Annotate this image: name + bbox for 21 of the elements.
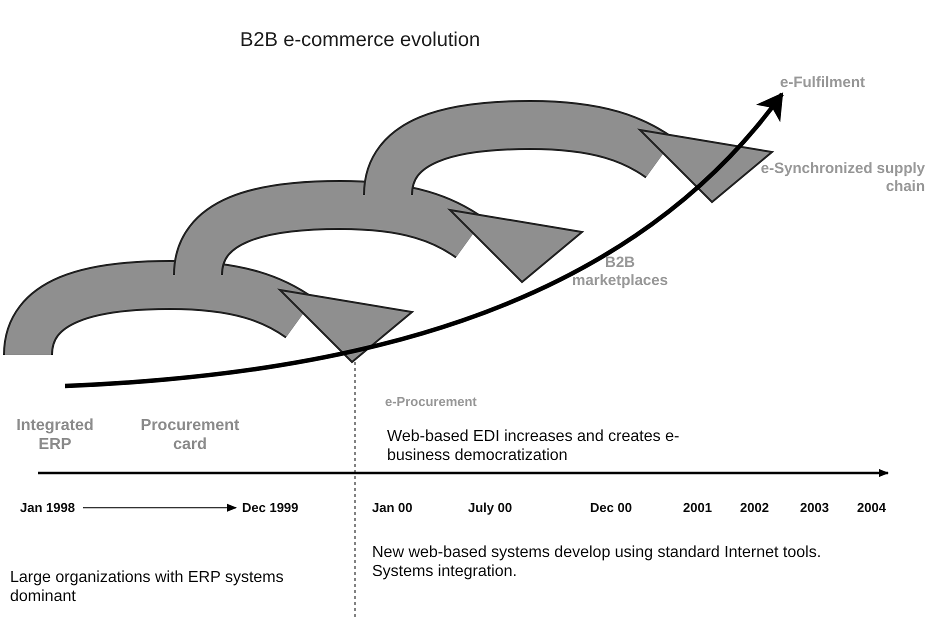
description-text: New web-based systems develop using standard Internet tools. Systems integration. (372, 543, 822, 582)
description-text: Web-based EDI increases and creates e-business democratization (387, 427, 680, 466)
description-text: Large organizations with ERP systems dominant (10, 568, 285, 606)
date-label: 2002 (740, 500, 769, 516)
date-label: Dec 1999 (242, 500, 298, 516)
date-label: 2004 (857, 500, 886, 516)
growth-curve-arrow (64, 92, 784, 388)
date-label: 2001 (683, 500, 712, 516)
stage-label: e-Procurement (385, 394, 477, 410)
stage-label: e-Synchronized supply chain (760, 160, 925, 196)
date-label: Dec 00 (590, 500, 632, 516)
date-label: July 00 (468, 500, 512, 516)
title: B2B e-commerce evolution (240, 28, 480, 52)
arrow (82, 504, 237, 512)
stage-label: B2B marketplaces (571, 254, 669, 290)
stage-label: Procurement card (140, 416, 240, 454)
date-label: Jan 00 (372, 500, 412, 516)
stage-label: Integrated ERP (15, 416, 95, 454)
date-label: Jan 1998 (20, 500, 75, 516)
date-label: 2003 (800, 500, 829, 516)
stage-label: e-Fulfilment (780, 74, 865, 92)
